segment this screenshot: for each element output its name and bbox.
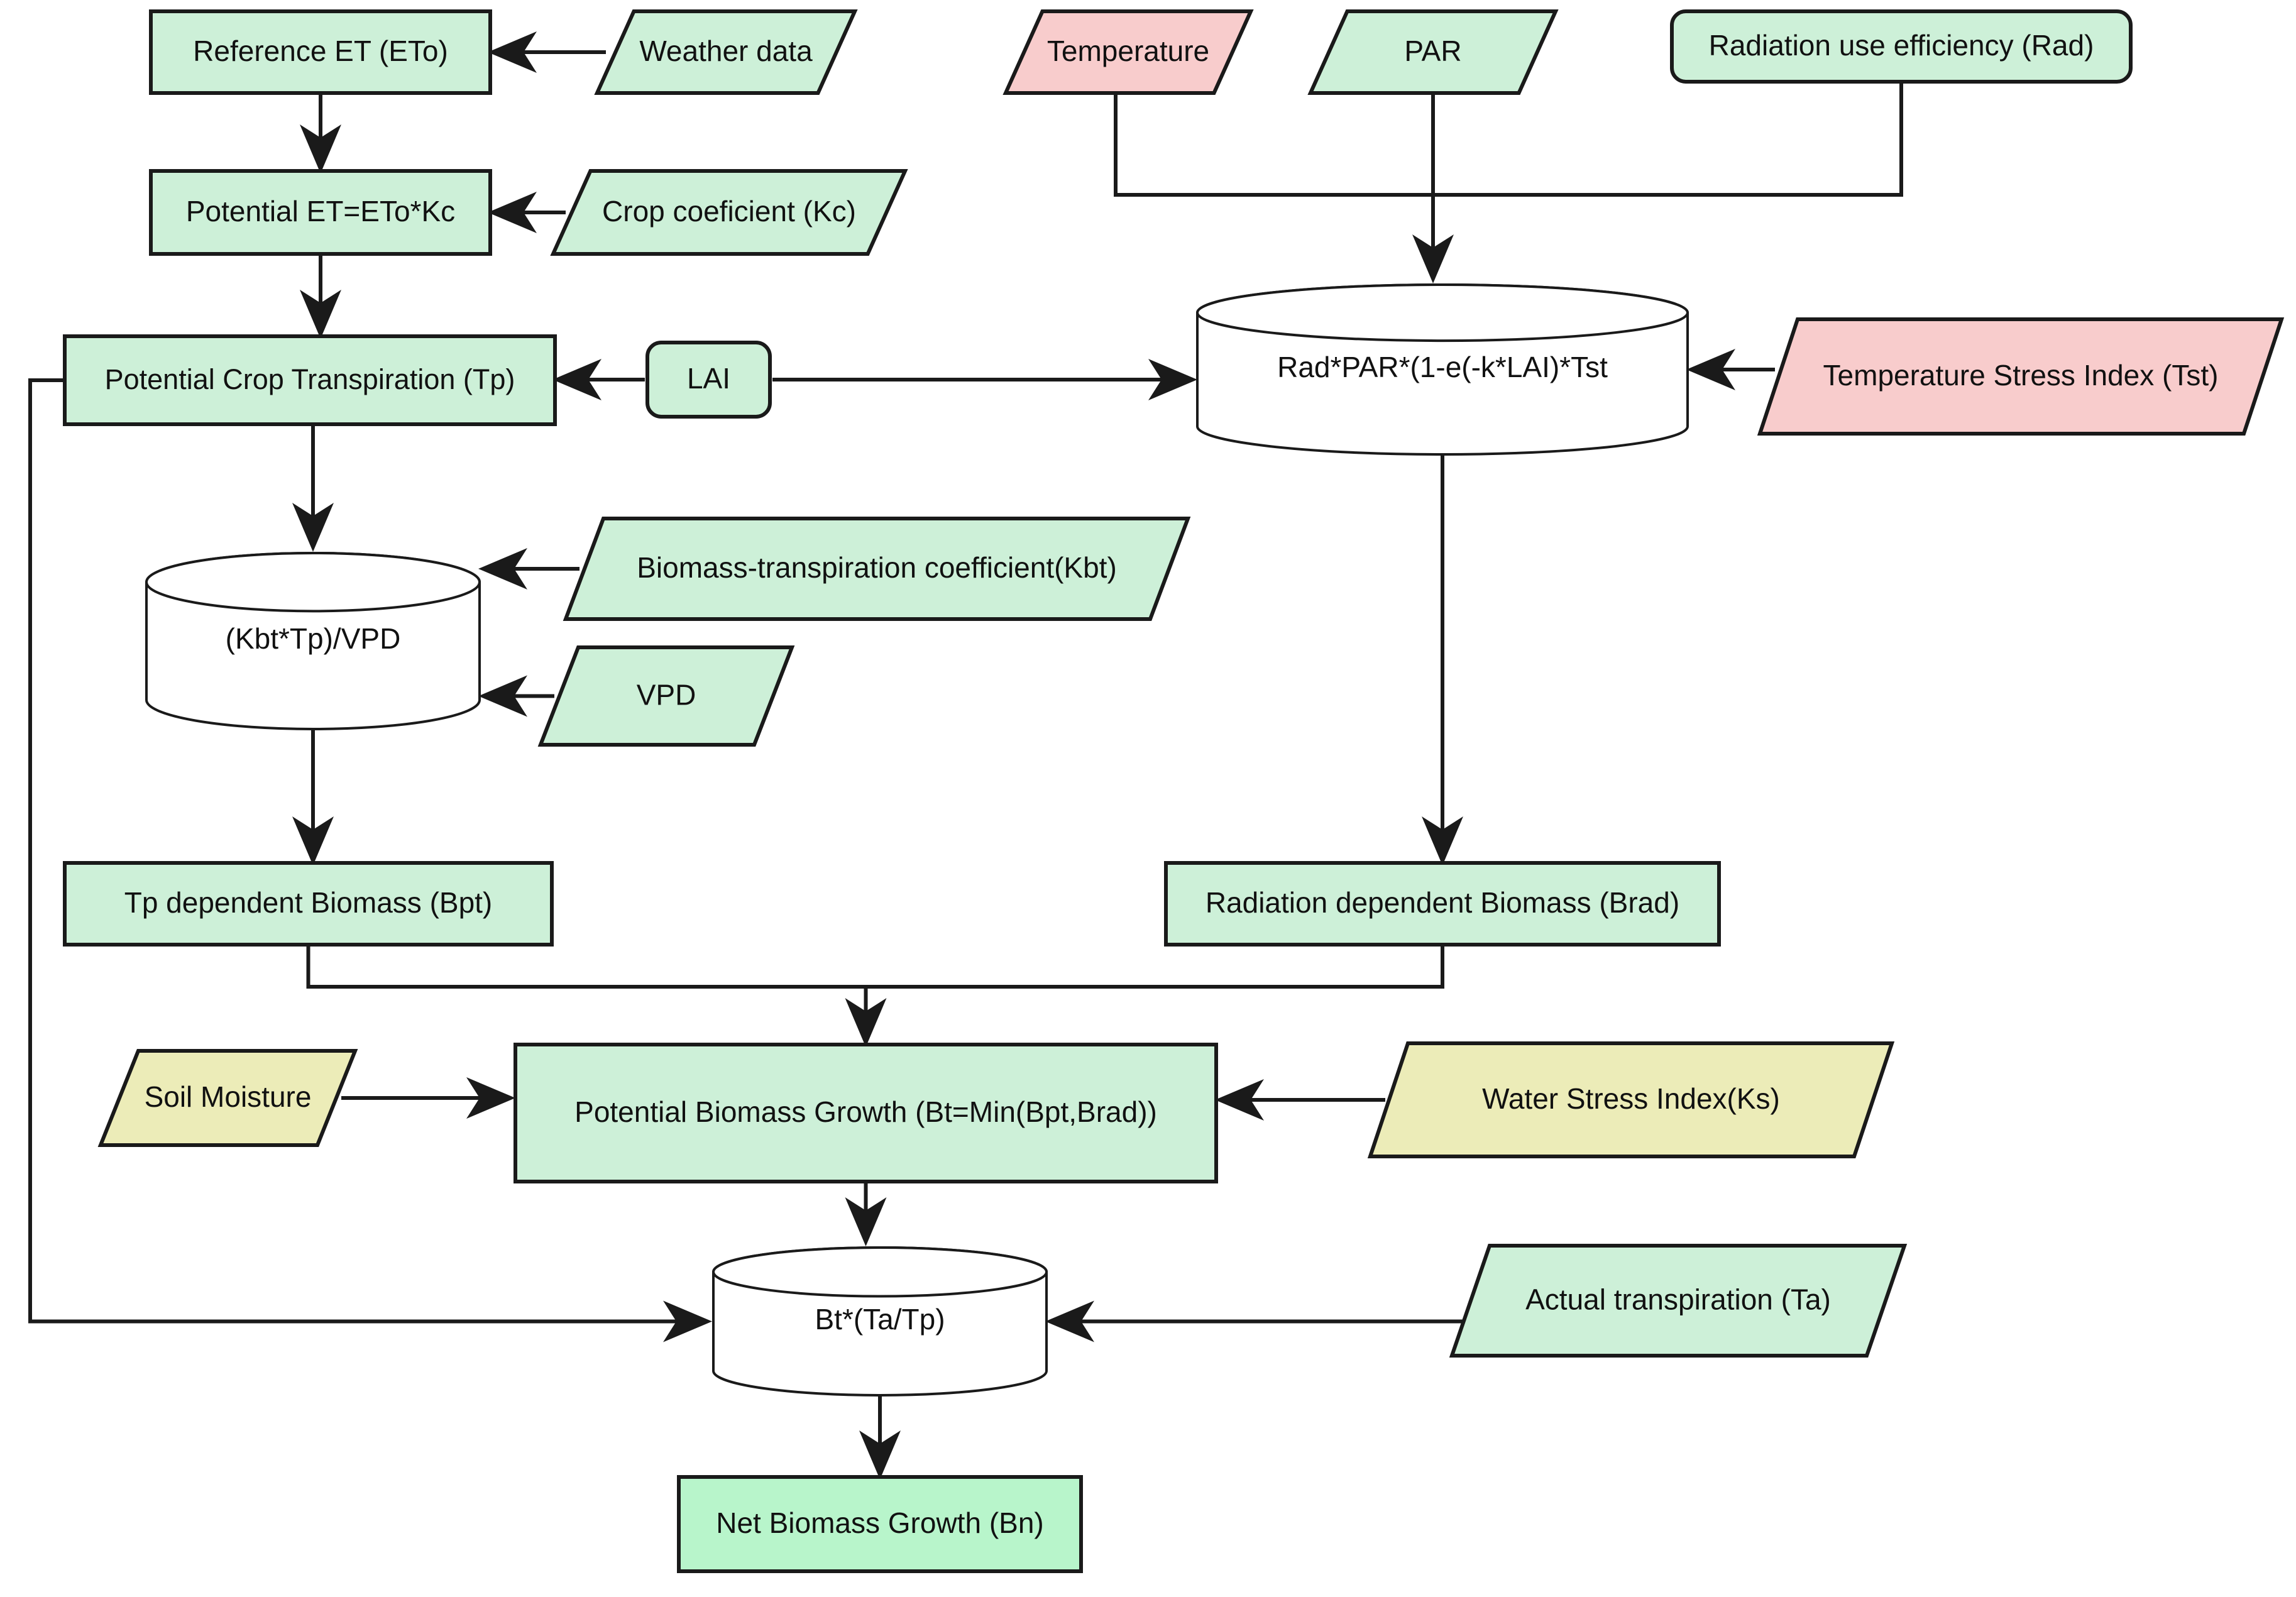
- node-label-weather: Weather data: [639, 35, 813, 67]
- node-label-radpar: Rad*PAR*(1-e(-k*LAI)*Tst: [1277, 351, 1608, 383]
- node-btmin[interactable]: Potential Biomass Growth (Bt=Min(Bpt,Bra…: [514, 1043, 1218, 1183]
- node-kbt[interactable]: Biomass-transpiration coefficient(Kbt): [563, 517, 1191, 621]
- node-label-tst: Temperature Stress Index (Tst): [1823, 359, 2219, 392]
- edge-bpt-merge: [306, 945, 866, 989]
- node-label-potet: Potential ET=ETo*Kc: [186, 195, 455, 228]
- node-kc[interactable]: Crop coeficient (Kc): [550, 169, 908, 256]
- node-radpar[interactable]: Rad*PAR*(1-e(-k*LAI)*Tst: [1196, 283, 1689, 456]
- node-label-ta: Actual transpiration (Ta): [1525, 1283, 1831, 1316]
- node-soil[interactable]: Soil Moisture: [97, 1049, 358, 1147]
- node-label-rad: Radiation use efficiency (Rad): [1709, 29, 2094, 62]
- node-brad[interactable]: Radiation dependent Biomass (Brad): [1164, 861, 1721, 947]
- node-label-brad: Radiation dependent Biomass (Brad): [1206, 886, 1679, 919]
- node-label-bpt: Tp dependent Biomass (Bpt): [124, 886, 493, 919]
- node-ta[interactable]: Actual transpiration (Ta): [1449, 1244, 1908, 1358]
- node-label-ks: Water Stress Index(Ks): [1482, 1082, 1780, 1115]
- node-label-kbtvpd: (Kbt*Tp)/VPD: [226, 622, 401, 655]
- node-label-soil: Soil Moisture: [145, 1080, 312, 1113]
- node-label-temperature: Temperature: [1047, 35, 1209, 67]
- edge-tp-btta-feedback: [28, 378, 712, 1342]
- node-eto[interactable]: Reference ET (ETo): [149, 9, 492, 95]
- node-weather[interactable]: Weather data: [594, 9, 858, 95]
- node-label-kbt: Biomass-transpiration coefficient(Kbt): [637, 551, 1117, 584]
- node-kbtvpd[interactable]: (Kbt*Tp)/VPD: [145, 552, 481, 730]
- node-tst[interactable]: Temperature Stress Index (Tst): [1757, 317, 2285, 436]
- node-bn[interactable]: Net Biomass Growth (Bn): [677, 1475, 1083, 1573]
- edge-rad-junction: [1433, 82, 1903, 197]
- node-lai[interactable]: LAI: [645, 341, 772, 419]
- node-label-kc: Crop coeficient (Kc): [602, 195, 856, 228]
- node-label-lai: LAI: [687, 362, 730, 395]
- node-label-vpd: VPD: [637, 679, 696, 711]
- node-bpt[interactable]: Tp dependent Biomass (Bpt): [63, 861, 554, 947]
- node-label-eto: Reference ET (ETo): [193, 35, 448, 67]
- node-temperature[interactable]: Temperature: [1002, 9, 1254, 95]
- node-label-btta: Bt*(Ta/Tp): [815, 1303, 945, 1336]
- node-label-tp: Potential Crop Transpiration (Tp): [105, 363, 515, 395]
- node-vpd[interactable]: VPD: [537, 645, 795, 747]
- node-potet[interactable]: Potential ET=ETo*Kc: [149, 169, 492, 256]
- edge-temperature-junction: [1114, 93, 1433, 197]
- node-tp[interactable]: Potential Crop Transpiration (Tp): [63, 334, 557, 426]
- node-label-par: PAR: [1404, 35, 1461, 67]
- node-ks[interactable]: Water Stress Index(Ks): [1367, 1041, 1895, 1158]
- edge-brad-merge: [865, 945, 1444, 989]
- edges-layer: [28, 31, 1903, 1479]
- node-par[interactable]: PAR: [1307, 9, 1559, 95]
- node-label-btmin: Potential Biomass Growth (Bt=Min(Bpt,Bra…: [574, 1095, 1157, 1128]
- node-label-bn: Net Biomass Growth (Bn): [716, 1506, 1043, 1539]
- node-rad[interactable]: Radiation use efficiency (Rad): [1670, 9, 2133, 84]
- node-btta[interactable]: Bt*(Ta/Tp): [712, 1246, 1048, 1397]
